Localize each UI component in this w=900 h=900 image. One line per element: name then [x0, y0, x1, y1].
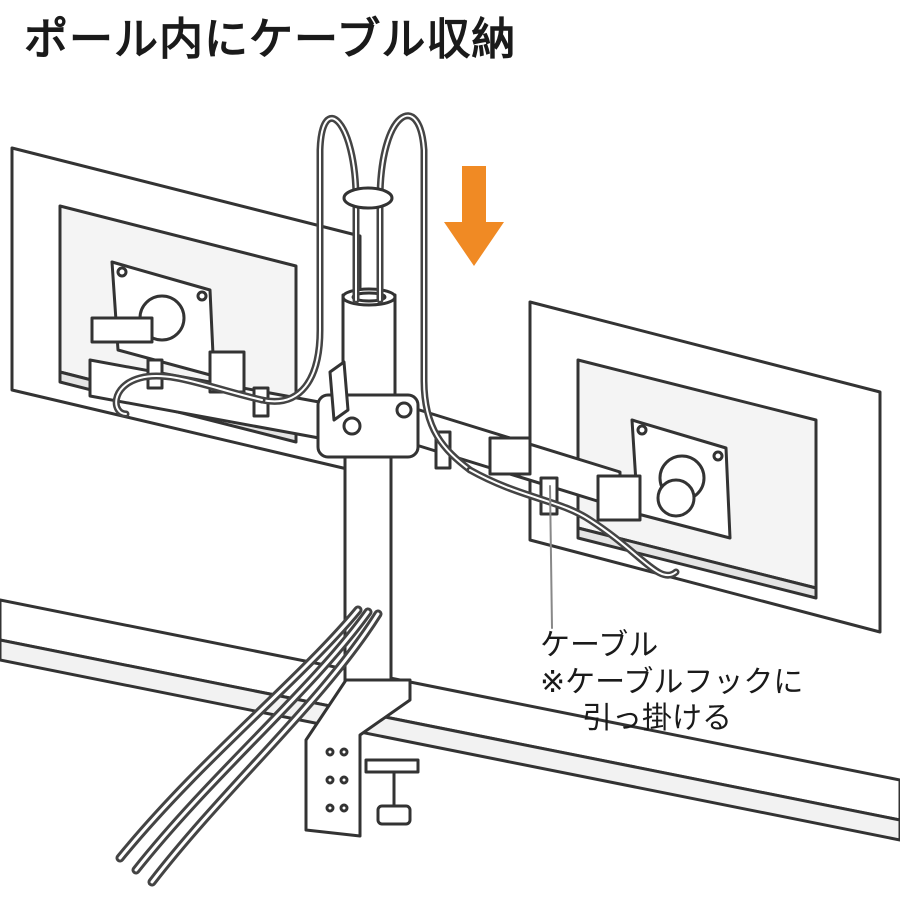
cables-in-pole-highlight [261, 114, 471, 471]
desk-clamp [304, 678, 420, 838]
right-monitor [528, 300, 882, 634]
cable-clamp [342, 186, 394, 210]
callout-label-cable: ケーブル [540, 628, 659, 663]
routed-cables-highlight [115, 375, 677, 577]
callout-note-hook: ※ケーブルフックに [540, 664, 804, 700]
callout-leader-line [549, 485, 553, 629]
page-title: ポール内にケーブル収納 [24, 14, 517, 65]
callout-note-hang: 引っ掛ける [582, 701, 732, 737]
cable-bundle-highlight [118, 608, 380, 884]
desk [0, 598, 900, 842]
cable-hooks [146, 358, 559, 516]
down-arrow-icon [444, 166, 504, 266]
pole [341, 287, 397, 707]
cable-hook-callout: ケーブル ※ケーブルフックに 引っ掛ける [540, 628, 803, 738]
